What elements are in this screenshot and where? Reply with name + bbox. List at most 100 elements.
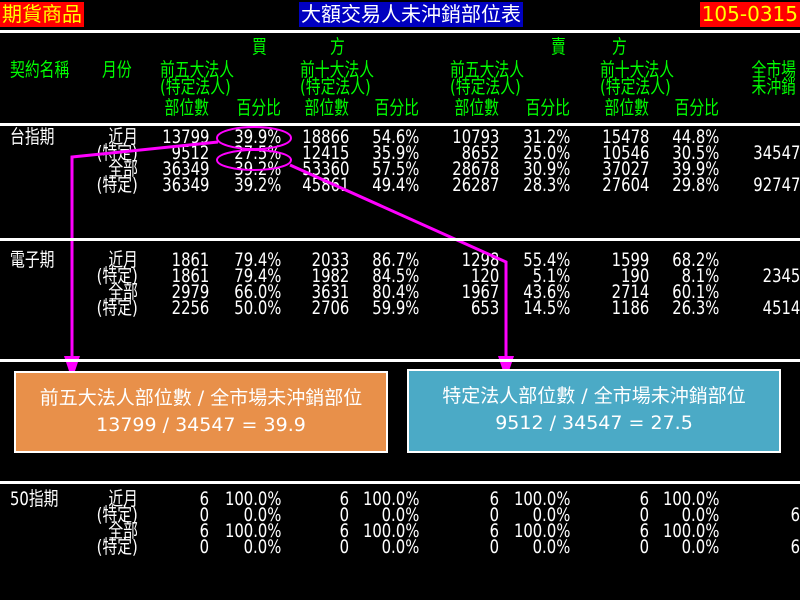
cell-count: 0 xyxy=(199,536,209,558)
row-month-label: (特定) xyxy=(96,536,138,558)
cell-pct: 68.2% xyxy=(671,249,719,271)
cell-count: 0 xyxy=(339,536,349,558)
header-count: 部位數 xyxy=(164,97,209,119)
cell-count: 28678 xyxy=(451,158,499,180)
cell-count: 2033 xyxy=(311,249,349,271)
row-month-label: 全部 xyxy=(108,158,138,180)
cell-count: 2979 xyxy=(171,281,209,303)
cell-market-total: 6 xyxy=(790,504,800,526)
cell-pct: 86.7% xyxy=(371,249,419,271)
cell-count: 37027 xyxy=(601,158,649,180)
header-group: 前十大法人 xyxy=(300,59,375,81)
annotation-top5-ratio: 前五大法人部位數 / 全市場未沖銷部位 13799 / 34547 = 39.9 xyxy=(14,371,388,453)
cell-count: 6 xyxy=(489,488,499,510)
cell-pct: 55.4% xyxy=(522,249,570,271)
cell-pct: 60.1% xyxy=(671,281,719,303)
contract-name: 台指期 xyxy=(10,126,55,148)
divider xyxy=(0,481,800,484)
cell-count: 26287 xyxy=(451,174,499,196)
cell-count: 8652 xyxy=(461,142,499,164)
header-pct: 百分比 xyxy=(674,97,719,119)
highlight-ellipse xyxy=(216,149,292,171)
divider xyxy=(0,359,800,362)
cell-count: 53360 xyxy=(301,158,349,180)
cell-count: 18866 xyxy=(301,126,349,148)
header-pct: 百分比 xyxy=(236,97,281,119)
header-count: 部位數 xyxy=(454,97,499,119)
cell-count: 0 xyxy=(639,504,649,526)
cell-count: 2714 xyxy=(611,281,649,303)
cell-count: 0 xyxy=(199,504,209,526)
header-pct: 百分比 xyxy=(525,97,570,119)
cell-count: 1982 xyxy=(311,265,349,287)
cell-pct: 39.9% xyxy=(671,158,719,180)
pointer-line xyxy=(289,163,508,368)
header-buy: 買 xyxy=(252,36,267,58)
cell-pct: 84.5% xyxy=(371,265,419,287)
cell-market-total: 6 xyxy=(790,536,800,558)
cell-pct: 50.0% xyxy=(233,297,281,319)
cell-count: 6 xyxy=(199,488,209,510)
cell-count: 36349 xyxy=(161,174,209,196)
contract-name: 電子期 xyxy=(10,249,55,271)
cell-market-total: 2345 xyxy=(762,265,800,287)
header-buy: 方 xyxy=(330,36,345,58)
arrow-head-icon xyxy=(64,356,80,380)
cell-market-total: 34547 xyxy=(752,142,800,164)
cell-count: 15478 xyxy=(601,126,649,148)
row-month-label: 全部 xyxy=(108,520,138,542)
cell-pct: 54.6% xyxy=(371,126,419,148)
cell-pct: 79.4% xyxy=(233,265,281,287)
cell-count: 3631 xyxy=(311,281,349,303)
cell-market-total: 4514 xyxy=(762,297,800,319)
cell-count: 2706 xyxy=(311,297,349,319)
header-contract: 契約名稱 xyxy=(10,59,70,81)
header-pct: 百分比 xyxy=(374,97,419,119)
cell-pct: 28.3% xyxy=(522,174,570,196)
cell-pct: 100.0% xyxy=(662,488,719,510)
cell-count: 6 xyxy=(199,520,209,542)
cell-pct: 0.0% xyxy=(243,536,281,558)
annotation-formula-value: 13799 / 34547 = 39.9 xyxy=(96,414,306,436)
row-month-label: 近月 xyxy=(108,488,138,510)
cell-pct: 0.0% xyxy=(381,536,419,558)
cell-count: 1599 xyxy=(611,249,649,271)
cell-pct: 43.6% xyxy=(522,281,570,303)
cell-pct: 44.8% xyxy=(671,126,719,148)
cell-pct: 66.0% xyxy=(233,281,281,303)
cell-count: 9512 xyxy=(171,142,209,164)
cell-pct: 59.9% xyxy=(371,297,419,319)
header-special: (特定法人) xyxy=(450,76,521,98)
cell-pct: 14.5% xyxy=(522,297,570,319)
cell-count: 1967 xyxy=(461,281,499,303)
cell-pct: 0.0% xyxy=(681,504,719,526)
cell-pct: 29.8% xyxy=(671,174,719,196)
contract-name: 50指期 xyxy=(10,488,59,510)
cell-pct: 0.0% xyxy=(381,504,419,526)
divider xyxy=(0,123,800,126)
cell-count: 653 xyxy=(470,297,499,319)
row-month-label: 全部 xyxy=(108,281,138,303)
cell-count: 6 xyxy=(639,488,649,510)
cell-pct: 49.4% xyxy=(371,174,419,196)
cell-count: 0 xyxy=(339,504,349,526)
header-total: 全市場 xyxy=(751,59,796,81)
header-month: 月份 xyxy=(102,59,132,81)
header-sell: 賣 xyxy=(551,36,566,58)
commodity-badge: 期貨商品 xyxy=(0,2,84,27)
cell-pct: 0.0% xyxy=(243,504,281,526)
cell-pct: 100.0% xyxy=(362,488,419,510)
header-group: 前五大法人 xyxy=(160,59,235,81)
page-title: 大額交易人未沖銷部位表 xyxy=(299,2,523,27)
cell-pct: 80.4% xyxy=(371,281,419,303)
cell-pct: 100.0% xyxy=(513,520,570,542)
cell-count: 36349 xyxy=(161,158,209,180)
pointer-line xyxy=(70,140,219,368)
annotation-special-ratio: 特定法人部位數 / 全市場未沖銷部位 9512 / 34547 = 27.5 xyxy=(407,369,781,453)
cell-pct: 100.0% xyxy=(662,520,719,542)
cell-count: 10546 xyxy=(601,142,649,164)
header-group: 前五大法人 xyxy=(450,59,525,81)
header-count: 部位數 xyxy=(304,97,349,119)
row-month-label: (特定) xyxy=(96,174,138,196)
